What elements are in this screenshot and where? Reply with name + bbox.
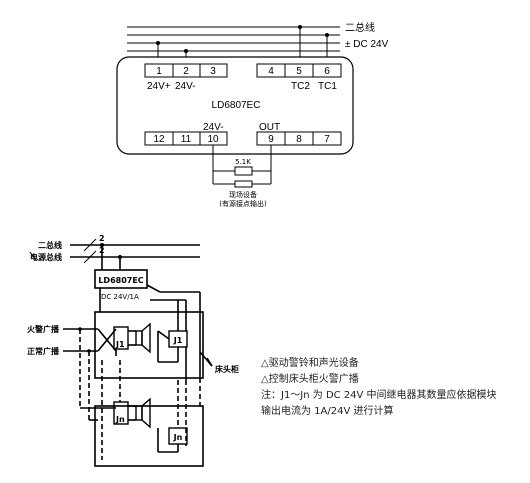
field-device-note: (有源接点输出) [219, 199, 267, 208]
dashed-cross-room-wires [101, 360, 201, 460]
terminal-10: 10 [207, 134, 219, 145]
bottom-module-name: LD6807EC [98, 276, 143, 285]
label-24v-minus: 24V- [175, 81, 196, 92]
bottom-bus-label: 二总线 [38, 240, 62, 250]
terminal-5: 5 [296, 66, 302, 77]
top-terminal-row: 1 2 3 4 5 6 [144, 63, 342, 78]
resistor [234, 166, 253, 176]
terminal-11: 11 [181, 134, 192, 145]
bottom-module-box [94, 269, 148, 289]
label-tc2: TC2 [291, 81, 310, 92]
relay-j1-label: J1 [115, 340, 125, 349]
field-device-label: 现场设备 [229, 190, 257, 199]
relay-jn-label: Jn [115, 415, 125, 424]
normal-broadcast-label: 正常广播 [27, 346, 60, 356]
module-feed-wires [100, 243, 122, 270]
room-box-1 [94, 311, 204, 379]
label-24v-minus-bottom: 24V- [203, 122, 224, 133]
label-out: OUT [259, 122, 280, 133]
terminal-3: 3 [210, 66, 216, 77]
terminal-1: 1 [156, 66, 162, 77]
bottom-bus-lines [70, 238, 200, 264]
note-2: △控制床头柜火警广播 [261, 372, 359, 385]
bus-count: 2 [99, 234, 105, 243]
label-tc1: TC1 [318, 81, 337, 92]
bottom-terminal-row: 12 11 10 9 8 7 [144, 131, 342, 146]
terminal-8: 8 [296, 134, 302, 145]
cabinet-leader [199, 351, 213, 367]
terminal-9: 9 [268, 134, 274, 145]
output-circuit [212, 145, 272, 185]
speaker-1-icon [135, 322, 151, 354]
field-device-contact [234, 180, 253, 188]
coil-wires-1 [157, 300, 179, 363]
broadcast-lines [63, 327, 117, 421]
label-24v-plus: 24V+ [147, 81, 171, 92]
power-mark [29, 251, 37, 261]
terminal-7: 7 [324, 134, 330, 145]
relay-jn-switch [113, 401, 136, 425]
top-module-box [116, 56, 354, 155]
fire-broadcast-label: 火警广播 [27, 324, 60, 334]
terminal-2: 2 [183, 66, 189, 77]
top-bus-lines [127, 26, 340, 52]
coil-wires-n [157, 380, 187, 453]
note-1: △驱动警铃和声光设备 [261, 356, 359, 369]
top-bus-label: 二总线 [345, 21, 375, 34]
top-module-name: LD6807EC [212, 100, 261, 111]
dc-label: DC 24V/1A [101, 293, 139, 301]
note-4: 输出电流为 1A/24V 进行计算 [261, 404, 394, 417]
relay-jn-coil-label: Jn [173, 433, 183, 442]
cabinet-label: 床头柜 [215, 364, 239, 374]
top-power-label: ± DC 24V [345, 39, 389, 50]
resistor-value: 5.1K [235, 158, 251, 166]
terminal-12: 12 [153, 134, 165, 145]
room-box-n [94, 405, 204, 467]
bottom-power-label: 电源总线 [30, 252, 62, 262]
note-3: 注：J1～Jn 为 DC 24V 中间继电器其数量应依据模块 [261, 388, 497, 401]
relay-j1-coil-label: J1 [173, 336, 183, 345]
speaker-n-icon [135, 397, 151, 429]
terminal-4: 4 [268, 66, 274, 77]
terminal-6: 6 [324, 66, 330, 77]
relay-j1-switch [113, 326, 136, 356]
